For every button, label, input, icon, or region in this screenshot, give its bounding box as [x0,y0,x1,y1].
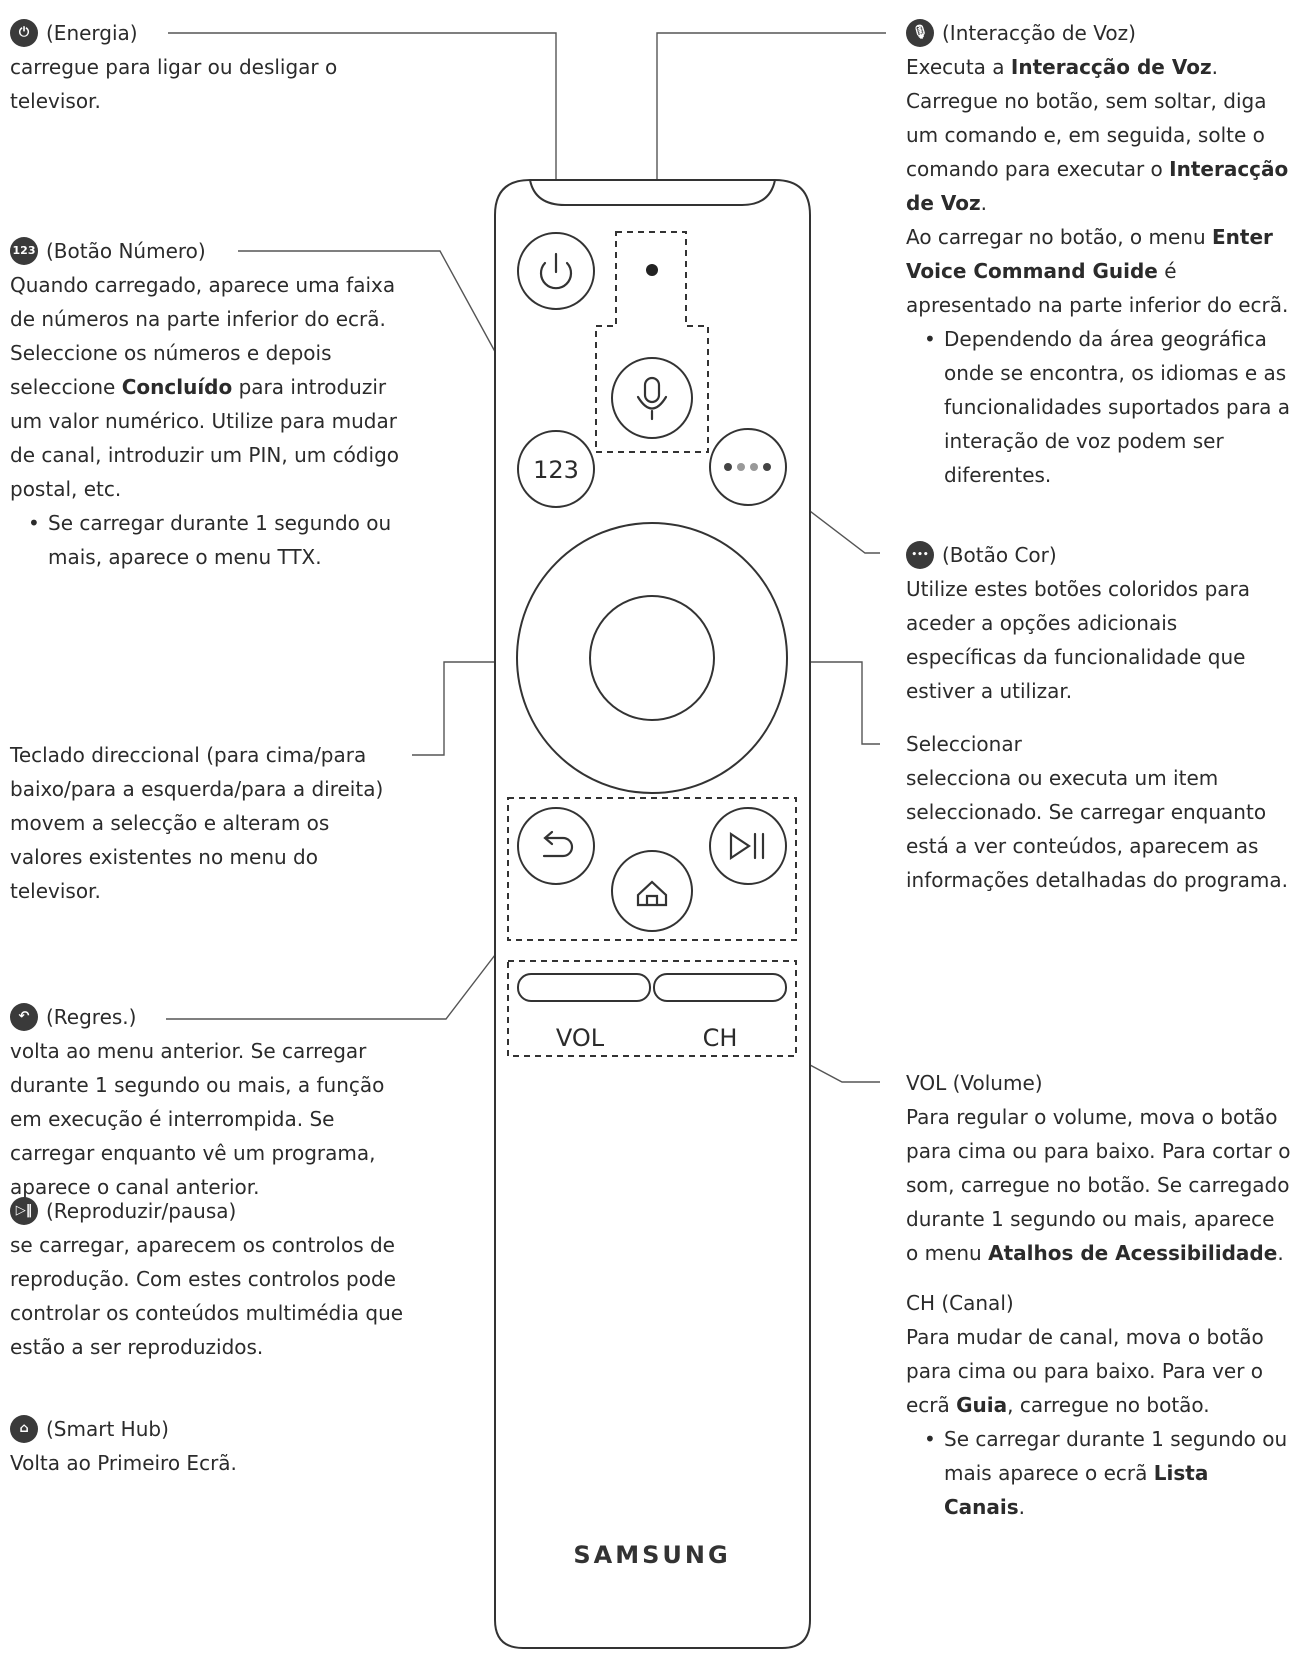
cor-block: ••• (Botão Cor) Utilize estes botões col… [906,538,1292,708]
regres-leader [166,937,509,1020]
home-icon [636,880,668,907]
select-button[interactable] [589,595,715,721]
voice-box [595,231,709,453]
smarthub-text: Volta ao Primeiro Ecrã. [10,1451,237,1475]
cor-title: (Botão Cor) [942,543,1057,567]
mic-icon: 🎙 [906,19,934,47]
ch-label: CH [703,1024,738,1052]
color-dots-icon: ••• [906,541,934,569]
power-icon [539,252,573,290]
rocker-box [507,960,797,1057]
regres-block: ↶ (Regres.) volta ao menu anterior. Se c… [10,1000,400,1204]
direccional-text: movem a selecção e alteram os valores ex… [10,811,330,903]
reproduzir-text: se carregar, aparecem os controlos de re… [10,1233,404,1359]
voz-line2: Carregue no botão, sem soltar, diga um c… [906,89,1289,215]
voz-line1: Executa a Interacção de Voz. [906,55,1218,79]
brand-logo: SAMSUNG [573,1541,730,1569]
color-button[interactable] [709,428,787,506]
voz-block: 🎙 (Interacção de Voz) Executa a Interacç… [906,16,1292,492]
canal-text: Para mudar de canal, mova o botão para c… [906,1325,1264,1417]
mic-hole [646,264,658,276]
remote-top-curve [529,179,776,206]
smarthub-block: ⌂ (Smart Hub) Volta ao Primeiro Ecrã. [10,1412,410,1480]
mic-icon [636,376,668,421]
cor-text: Utilize estes botões coloridos para aced… [906,577,1250,703]
energia-block: ⏻ (Energia) carregue para ligar ou desli… [10,16,340,118]
vol-label: VOL [556,1024,605,1052]
volume-title: VOL (Volume) [906,1071,1043,1095]
back-icon [542,830,574,858]
direccional-title: Teclado direccional (para cima/para baix… [10,743,384,801]
canal-title: CH (Canal) [906,1291,1014,1315]
play-pause-icon: ▷‖ [10,1197,38,1225]
voz-leader [656,32,886,232]
voz-line3: Ao carregar no botão, o menu Enter Voice… [906,225,1289,317]
regres-title: (Regres.) [46,1005,137,1029]
voz-bullet: Dependendo da área geográfica onde se en… [906,322,1292,492]
voice-button[interactable] [611,357,693,439]
lower-buttons-box [507,797,797,941]
reproduzir-block: ▷‖ (Reproduzir/pausa) se carregar, apare… [10,1194,410,1364]
seleccionar-text: selecciona ou executa um item selecciona… [906,766,1289,892]
volume-text: Para regular o volume, mova o botão para… [906,1105,1291,1265]
play-pause-icon [729,831,765,861]
seleccionar-block: Seleccionar selecciona ou executa um ite… [906,727,1292,897]
voz-title: (Interacção de Voz) [942,21,1136,45]
numero-title: (Botão Número) [46,239,206,263]
numero-block: 123 (Botão Número) Quando carregado, apa… [10,234,420,574]
reproduzir-title: (Reproduzir/pausa) [46,1199,237,1223]
volume-block: VOL (Volume) Para regular o volume, mova… [906,1066,1292,1270]
back-icon: ↶ [10,1003,38,1031]
number-button[interactable] [517,430,595,508]
number-icon: 123 [10,237,38,265]
canal-bullet: Se carregar durante 1 segundo ou mais ap… [906,1422,1292,1524]
numero-bullet: Se carregar durante 1 segundo ou mais, a… [10,506,420,574]
smarthub-title: (Smart Hub) [46,1417,169,1441]
power-icon: ⏻ [10,19,38,47]
energia-leader [168,32,557,225]
volume-rocker[interactable] [517,973,651,1002]
regres-text: volta ao menu anterior. Se carregar dura… [10,1039,385,1199]
seleccionar-title: Seleccionar [906,732,1022,756]
direccional-block: Teclado direccional (para cima/para baix… [10,738,400,908]
energia-text: carregue para ligar ou desligar o televi… [10,55,338,113]
color-dots [724,463,771,471]
energia-title: (Energia) [46,21,138,45]
canal-block: CH (Canal) Para mudar de canal, mova o b… [906,1286,1292,1524]
home-button[interactable] [611,850,693,932]
numero-text: Quando carregado, aparece uma faixa de n… [10,273,399,501]
back-button[interactable] [517,807,595,885]
channel-rocker[interactable] [653,973,787,1002]
home-icon: ⌂ [10,1415,38,1443]
number-button-label: 123 [533,456,579,484]
